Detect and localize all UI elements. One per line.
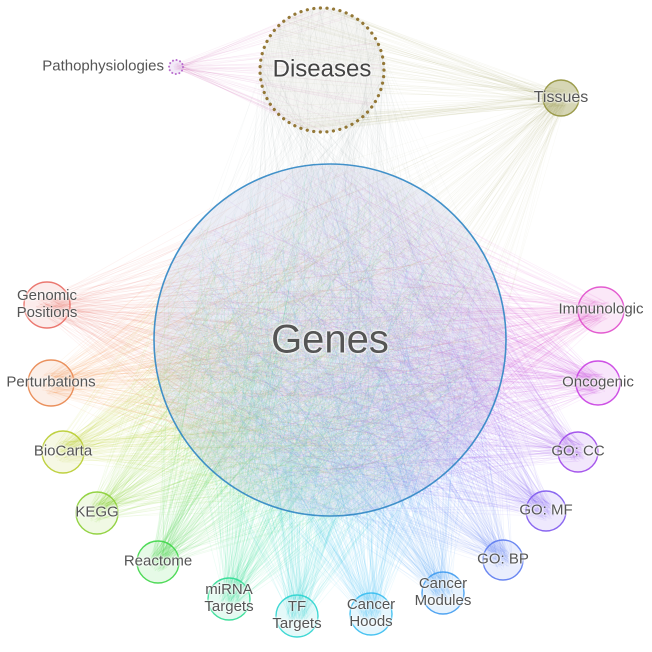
node-kegg[interactable] [75, 491, 119, 535]
edge-bundles [35, 7, 613, 626]
edges-cancer_modules-genes [167, 168, 505, 604]
node-pathophysiologies[interactable] [168, 59, 184, 75]
edges-perturbations-genes [39, 167, 505, 511]
node-go_cc[interactable] [557, 431, 599, 473]
node-genes[interactable] [153, 163, 507, 517]
edges-cancer_hoods-genes [163, 165, 499, 625]
node-tf_targets[interactable] [275, 594, 319, 638]
edges-oncogenic-genes [163, 166, 609, 506]
edges-immunologic-genes [157, 165, 613, 505]
node-go_bp[interactable] [482, 539, 524, 581]
node-genomic_positions[interactable] [23, 281, 71, 329]
node-diseases[interactable] [258, 6, 386, 134]
edges-kegg-genes [86, 167, 494, 523]
node-go_mf[interactable] [525, 490, 567, 532]
node-cancer_modules[interactable] [421, 571, 465, 615]
node-tissues[interactable] [542, 79, 580, 117]
edges-go_mf-genes [155, 176, 557, 521]
node-biocarta[interactable] [41, 430, 85, 474]
edges-tissues-diseases [260, 9, 570, 132]
edges-go_bp-genes [157, 168, 514, 571]
node-cancer_hoods[interactable] [349, 592, 393, 636]
node-immunologic[interactable] [577, 286, 625, 334]
edges-pathophysiologies-diseases [172, 9, 384, 132]
node-reactome[interactable] [136, 540, 180, 584]
edges-genomic_positions-genes [35, 166, 496, 505]
edges-reactome-genes [147, 174, 499, 572]
edges-tissues-genes [159, 89, 571, 516]
edges-mirna_targets-genes [161, 166, 500, 610]
edges-go_cc-genes [168, 173, 589, 509]
edges-biocarta-genes [52, 184, 501, 513]
node-perturbations[interactable] [27, 359, 75, 407]
node-oncogenic[interactable] [575, 360, 621, 406]
node-mirna_targets[interactable] [207, 577, 251, 621]
edges-tf_targets-genes [170, 167, 503, 626]
